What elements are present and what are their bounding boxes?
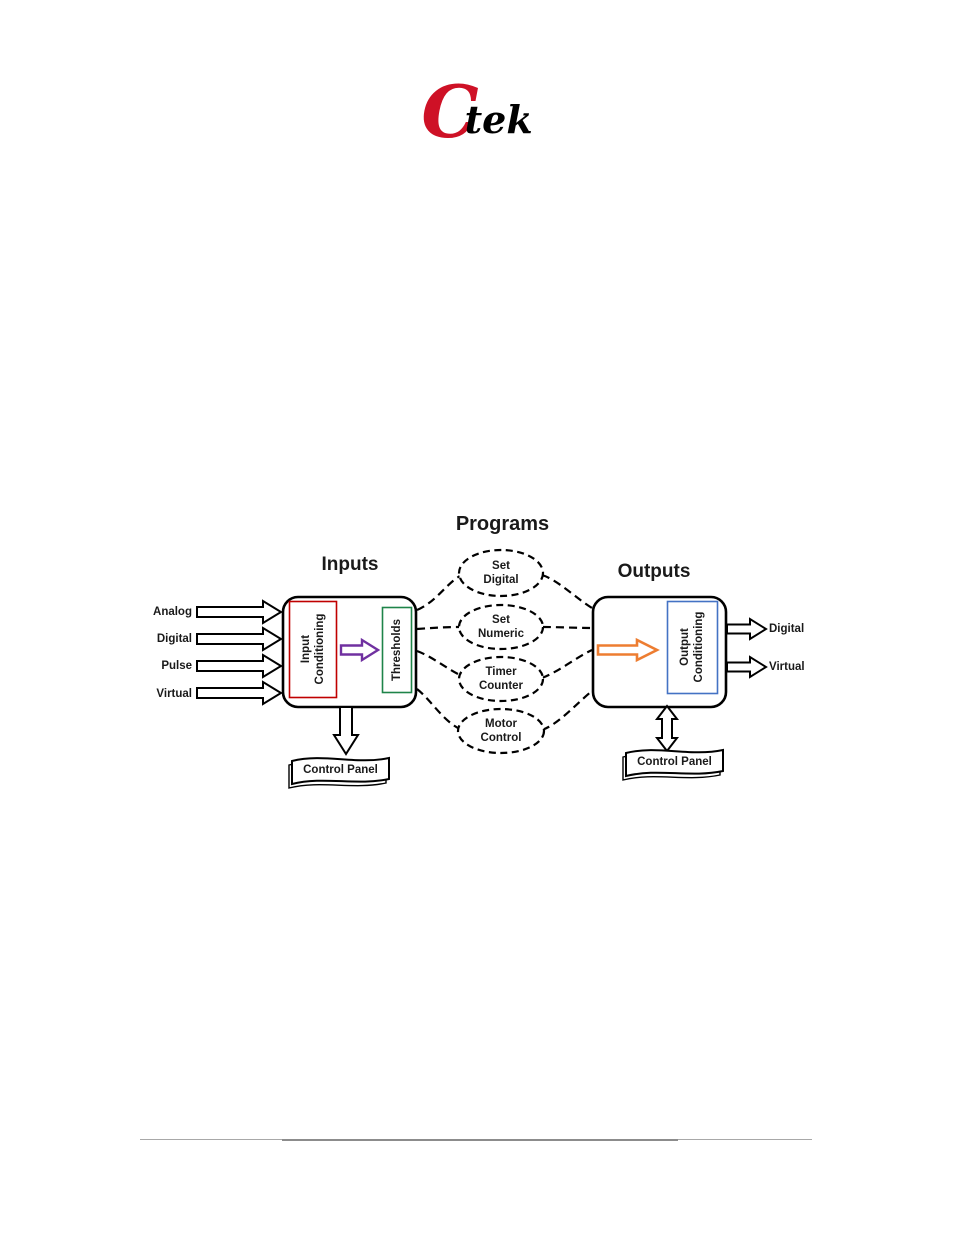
analog-arrow-icon bbox=[196, 599, 283, 625]
down-arrow-icon bbox=[332, 706, 360, 756]
control-panel-left-label: Control Panel bbox=[303, 764, 378, 776]
connector-motor-control-right bbox=[541, 690, 593, 732]
connector-set-numeric-right bbox=[542, 625, 593, 630]
programs-title: Programs bbox=[455, 513, 550, 535]
logo-text-tek: tek bbox=[464, 97, 533, 142]
input-conditioning-line1: Input bbox=[299, 634, 312, 664]
dashed-connectors bbox=[416, 573, 593, 732]
control-panel-right-label: Control Panel bbox=[637, 756, 712, 768]
ctek-logo: Ctek bbox=[0, 76, 954, 148]
double-arrow-icon bbox=[654, 704, 680, 753]
digital-arrow-icon bbox=[196, 626, 283, 652]
orange-arrow-icon bbox=[596, 637, 660, 663]
output-arrows bbox=[726, 617, 768, 679]
motor-control-line2: Control bbox=[480, 732, 522, 745]
connector-left-set-numeric bbox=[416, 625, 460, 631]
set-numeric-line2: Numeric bbox=[477, 628, 525, 641]
timer-counter-line2: Counter bbox=[478, 680, 524, 693]
logo-letter-c: C bbox=[421, 69, 479, 154]
input-conditioning-line2: Conditioning bbox=[314, 613, 326, 685]
virtual-out-arrow-icon bbox=[726, 655, 768, 679]
footer-rule-dark-segment bbox=[282, 1139, 678, 1141]
input-label-digital: Digital bbox=[156, 633, 192, 645]
program-motor-control: Motor Control bbox=[466, 717, 536, 746]
inputs-title: Inputs bbox=[321, 554, 379, 575]
purple-arrow-icon bbox=[339, 637, 381, 663]
input-label-analog: Analog bbox=[153, 606, 192, 618]
set-numeric-line1: Set bbox=[492, 614, 510, 626]
connector-left-timer-counter bbox=[416, 649, 463, 677]
input-conditioning-label: Input Conditioning bbox=[289, 601, 337, 697]
program-set-numeric: Set Numeric bbox=[466, 613, 536, 642]
set-digital-line2: Digital bbox=[483, 574, 519, 587]
set-digital-line1: Set bbox=[492, 560, 510, 572]
output-conditioning-line2: Conditioning bbox=[693, 611, 705, 683]
connector-set-digital-right bbox=[541, 573, 593, 609]
digital-out-arrow-icon bbox=[726, 617, 768, 641]
program-timer-counter: Timer Counter bbox=[466, 665, 536, 694]
input-label-pulse: Pulse bbox=[161, 660, 192, 672]
timer-counter-line1: Timer bbox=[485, 666, 517, 678]
output-conditioning-label: Output Conditioning bbox=[667, 602, 717, 692]
thresholds-label: Thresholds bbox=[383, 608, 411, 692]
input-arrows bbox=[196, 599, 283, 706]
thresholds-line1: Thresholds bbox=[390, 619, 403, 681]
pulse-arrow-icon bbox=[196, 653, 283, 679]
connector-left-set-digital bbox=[416, 575, 461, 612]
output-label-virtual: Virtual bbox=[769, 661, 805, 673]
outputs-title: Outputs bbox=[617, 561, 691, 582]
output-label-digital: Digital bbox=[769, 623, 805, 635]
program-set-digital: Set Digital bbox=[466, 559, 536, 588]
motor-control-line1: Motor bbox=[485, 718, 517, 730]
virtual-arrow-icon bbox=[196, 680, 283, 706]
connector-timer-counter-right bbox=[541, 649, 593, 680]
connector-left-motor-control bbox=[416, 688, 461, 730]
output-conditioning-line1: Output bbox=[678, 628, 691, 666]
input-label-virtual: Virtual bbox=[156, 688, 192, 700]
